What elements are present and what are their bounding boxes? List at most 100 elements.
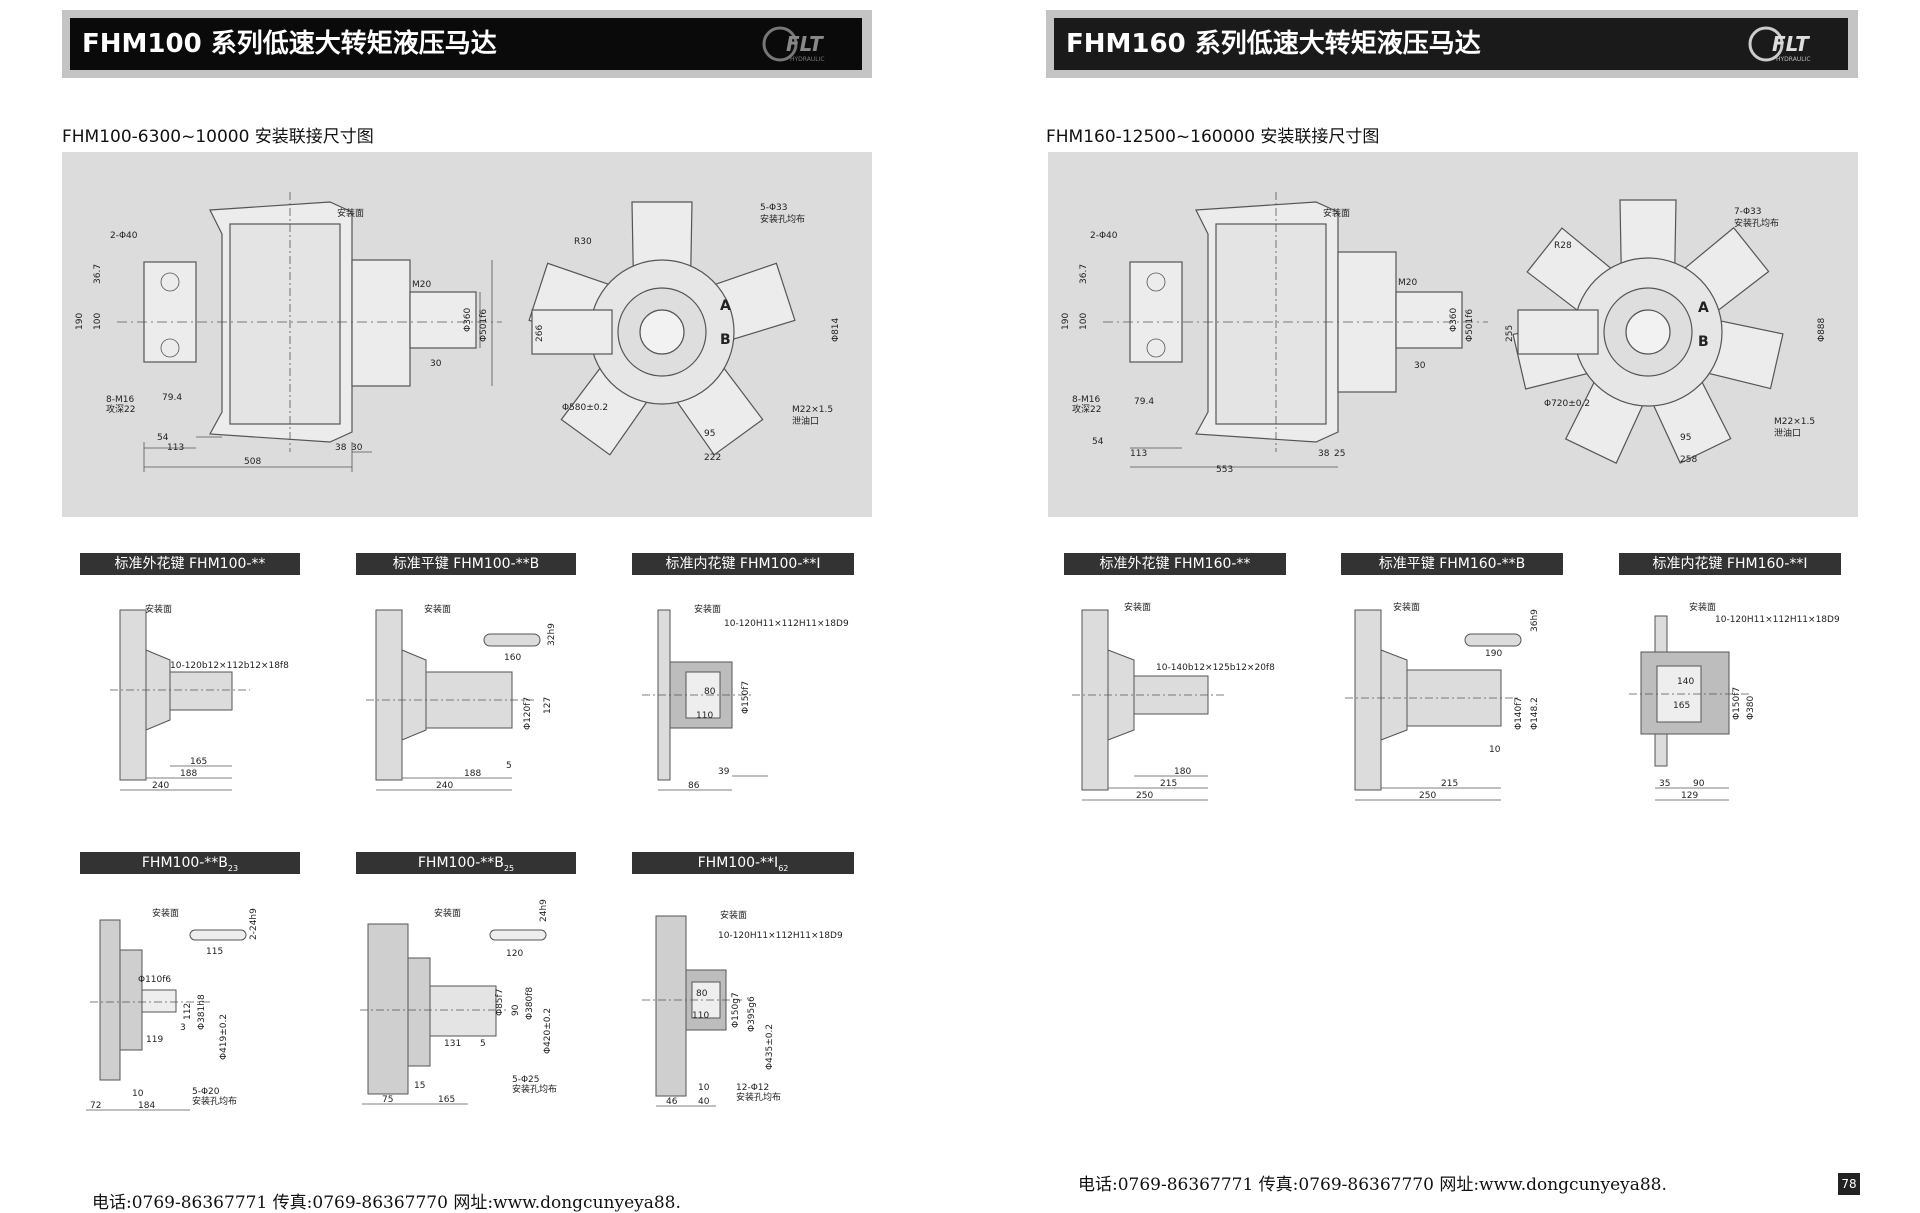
dim-label: 119 <box>146 1035 163 1045</box>
dim-label: Φ380f8 <box>525 987 535 1020</box>
dim-label: 508 <box>244 457 261 467</box>
dim-label: 165 <box>1673 701 1690 711</box>
dim-label: 36.7 <box>1079 264 1089 284</box>
dim-label: 127 <box>543 697 553 714</box>
dim-label: 160 <box>504 653 521 663</box>
dim-label: Φ150g7 <box>731 992 741 1028</box>
dim-label: Φ360 <box>463 307 473 332</box>
dim-label: 112 <box>183 1003 193 1020</box>
left-detail-drawing-5: 安装面 24h9 120 Φ85f7 90 Φ380f8 Φ420±0.2 13… <box>360 899 557 1105</box>
left-subtitle: FHM100-6300~10000 安装联接尺寸图 <box>62 127 374 147</box>
dim-label: 10-140b12×125b12×20f8 <box>1156 663 1275 673</box>
dim-label: 165 <box>438 1095 455 1105</box>
dim-label: 222 <box>704 453 721 463</box>
dim-label: 129 <box>1681 791 1698 801</box>
dim-label: 2-24h9 <box>249 908 259 940</box>
dim-label: 95 <box>1680 433 1691 443</box>
dim-label: 安装面 <box>720 909 747 921</box>
dim-label: 100 <box>1079 313 1089 330</box>
dim-label: Φ150f7 <box>741 681 751 714</box>
dim-label: 30 <box>351 443 363 453</box>
logo-text: FLT <box>786 32 824 56</box>
dim-label: 2-Φ40 <box>110 231 138 241</box>
right-detail-drawing-2: 安装面 36h9 190 Φ140f7 Φ148.2 10 215 250 <box>1345 601 1540 801</box>
dim-label: 240 <box>152 781 169 791</box>
dim-label: 30 <box>430 359 442 369</box>
dim-label: 113 <box>1130 449 1147 459</box>
dim-label: 安装面 <box>1689 601 1716 613</box>
dim-label: 32h9 <box>547 623 557 646</box>
dim-label: 10 <box>1489 745 1501 755</box>
dim-label: 140 <box>1677 677 1694 687</box>
dim-label: 86 <box>688 781 700 791</box>
right-detail-drawing-1: 安装面 10-140b12×125b12×20f8 180 215 250 <box>1072 601 1275 801</box>
dim-label: 25 <box>1334 449 1345 459</box>
dim-label: 250 <box>1419 791 1436 801</box>
dim-label: 72 <box>90 1101 101 1111</box>
dim-label: 泄油口 <box>1774 427 1801 439</box>
left-detail-drawing-2: 安装面 32h9 160 Φ120f7 127 5 188 240 <box>366 603 557 791</box>
dim-label: 10-120H11×112H11×18D9 <box>724 619 849 629</box>
dim-label: 35 <box>1659 779 1670 789</box>
right-footer-contact: 电话:0769-86367771 传真:0769-86367770 网址:www… <box>1078 1175 1667 1195</box>
left-detail-drawing-6: 安装面 10-120H11×112H11×18D9 80 110 Φ150g7 … <box>642 909 843 1107</box>
dim-label: 190 <box>1485 649 1502 659</box>
label-text: FHM100-**I <box>697 855 779 871</box>
dim-label: 75 <box>382 1095 393 1105</box>
dim-label: 12-Φ12 <box>736 1083 769 1093</box>
dim-label: 10 <box>132 1089 144 1099</box>
dim-label: Φ814 <box>831 317 841 342</box>
dim-label: Φ380 <box>1746 695 1756 720</box>
dim-label: 46 <box>666 1097 678 1107</box>
dim-label: Φ140f7 <box>1514 697 1524 730</box>
dim-label: 95 <box>704 429 715 439</box>
left-detail-label-5: FHM100-**B25 <box>356 852 576 874</box>
dim-label: 240 <box>436 781 453 791</box>
left-detail-label-3: 标准内花键 FHM100-**I <box>632 553 854 575</box>
dim-label: Φ501f6 <box>1465 309 1475 342</box>
dim-label: 5 <box>480 1039 486 1049</box>
dim-label: 131 <box>444 1039 461 1049</box>
left-header-title: FHM100 系列低速大转矩液压马达 <box>70 18 862 70</box>
dim-label: 215 <box>1441 779 1458 789</box>
dim-label: 54 <box>1092 437 1104 447</box>
dim-label: 39 <box>718 767 730 777</box>
dim-label: M22×1.5 <box>792 405 833 415</box>
port-label-b: B <box>720 332 731 348</box>
dim-label: 90 <box>1693 779 1705 789</box>
dim-label: 54 <box>157 433 169 443</box>
dim-label: 10-120H11×112H11×18D9 <box>718 931 843 941</box>
right-header: FHM160 系列低速大转矩液压马达 FLT HYDRAULIC <box>1046 10 1858 78</box>
dim-label: 10-120H11×112H11×18D9 <box>1715 615 1840 625</box>
dim-label: 120 <box>506 949 523 959</box>
label-text: FHM100-**B <box>417 855 504 871</box>
dim-label: Φ501f6 <box>479 309 489 342</box>
logo-text: FLT <box>1772 32 1810 56</box>
dim-label: M20 <box>412 280 431 290</box>
dim-label: Φ381h8 <box>197 994 207 1030</box>
dim-label: 攻深22 <box>1072 403 1101 415</box>
dim-label: 安装面 <box>145 603 172 615</box>
dim-label: 30 <box>1414 361 1426 371</box>
dim-label: 8-M16 <box>1072 395 1100 405</box>
dim-label: 2-Φ40 <box>1090 231 1118 241</box>
logo-subtext: HYDRAULIC <box>790 56 825 63</box>
dim-label: 安装面 <box>1393 601 1420 613</box>
dim-label: 安装面 <box>424 603 451 615</box>
dim-label: 安装面 <box>1323 207 1350 219</box>
dim-label: Φ85f7 <box>495 989 505 1016</box>
dim-label: Φ150f7 <box>1732 687 1742 720</box>
dim-label: 113 <box>167 443 184 453</box>
dim-label: 110 <box>692 1011 709 1021</box>
dim-label: Φ120f7 <box>523 697 533 730</box>
right-main-drawing-panel: 安装面 2-Φ40 36.7 100 190 M20 Φ360 Φ501f6 3… <box>1048 152 1858 517</box>
dim-label: R28 <box>1554 241 1572 251</box>
dim-label: 5-Φ20 <box>192 1087 220 1097</box>
dim-label: 安装面 <box>152 907 179 919</box>
right-detail-label-3: 标准内花键 FHM160-**I <box>1619 553 1841 575</box>
right-main-drawing: 安装面 2-Φ40 36.7 100 190 M20 Φ360 Φ501f6 3… <box>1061 192 1827 475</box>
label-subscript: 62 <box>778 863 789 873</box>
dim-label: 255 <box>1505 325 1515 342</box>
port-label-b: B <box>1698 334 1709 350</box>
page-number: 78 <box>1838 1173 1860 1195</box>
